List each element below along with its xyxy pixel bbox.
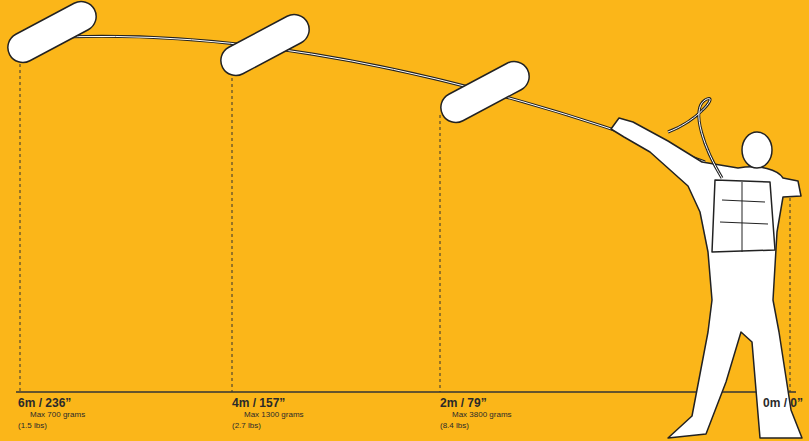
weight-lbs-label: (8.4 lbs) bbox=[440, 422, 469, 431]
distance-label: 0m / 0” bbox=[763, 397, 803, 410]
max-weight-label: Max 1300 grams bbox=[244, 411, 304, 420]
boom-pole bbox=[42, 36, 705, 162]
microphone-blimps bbox=[3, 0, 535, 128]
weight-lbs-label: (2.7 lbs) bbox=[232, 422, 261, 431]
operator-figure bbox=[611, 99, 802, 438]
boom-pole-highlight bbox=[42, 36, 705, 162]
distance-label: 6m / 236” bbox=[18, 397, 71, 410]
max-weight-label: Max 3800 grams bbox=[452, 411, 512, 420]
distance-label: 2m / 79” bbox=[440, 397, 487, 410]
baseline bbox=[16, 391, 796, 393]
distance-label: 4m / 157” bbox=[232, 397, 285, 410]
max-weight-label: Max 700 grams bbox=[30, 411, 85, 420]
distance-guides bbox=[20, 58, 790, 392]
weight-lbs-label: (1.5 lbs) bbox=[18, 422, 47, 431]
